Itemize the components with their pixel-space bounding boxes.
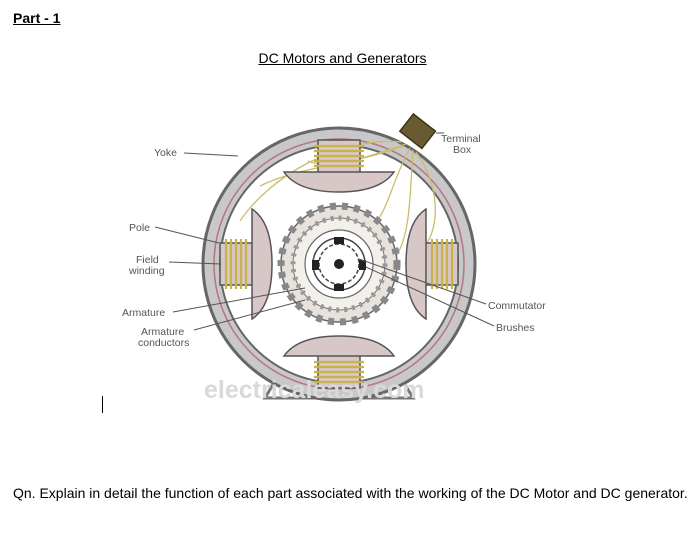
pole-left bbox=[219, 207, 273, 321]
label-armature-conductors-1: Armature bbox=[141, 326, 184, 338]
question-text: Qn. Explain in detail the function of ea… bbox=[13, 485, 688, 501]
label-armature: Armature bbox=[122, 307, 165, 319]
dc-machine-diagram: Yoke Pole Field winding Armature Armatur… bbox=[122, 112, 546, 404]
label-field-1: Field bbox=[136, 254, 159, 266]
label-brushes: Brushes bbox=[496, 322, 535, 334]
label-yoke: Yoke bbox=[154, 147, 177, 159]
label-armature-conductors-2: conductors bbox=[138, 337, 189, 349]
leader-lines bbox=[154, 132, 495, 331]
label-pole: Pole bbox=[129, 222, 150, 234]
text-cursor bbox=[102, 396, 103, 413]
label-terminal-2: Box bbox=[453, 144, 472, 156]
pole-bottom bbox=[282, 335, 396, 389]
pole-top bbox=[282, 139, 396, 193]
label-terminal-1: Terminal bbox=[441, 133, 481, 145]
label-commutator: Commutator bbox=[488, 300, 546, 312]
label-field-2: winding bbox=[128, 265, 165, 277]
document-title: DC Motors and Generators bbox=[258, 50, 427, 66]
part-heading: Part - 1 bbox=[13, 10, 61, 26]
commutator bbox=[312, 237, 366, 291]
terminal-box bbox=[398, 112, 437, 150]
watermark: electricaleasy.com bbox=[204, 376, 425, 404]
pole-right bbox=[405, 207, 459, 321]
